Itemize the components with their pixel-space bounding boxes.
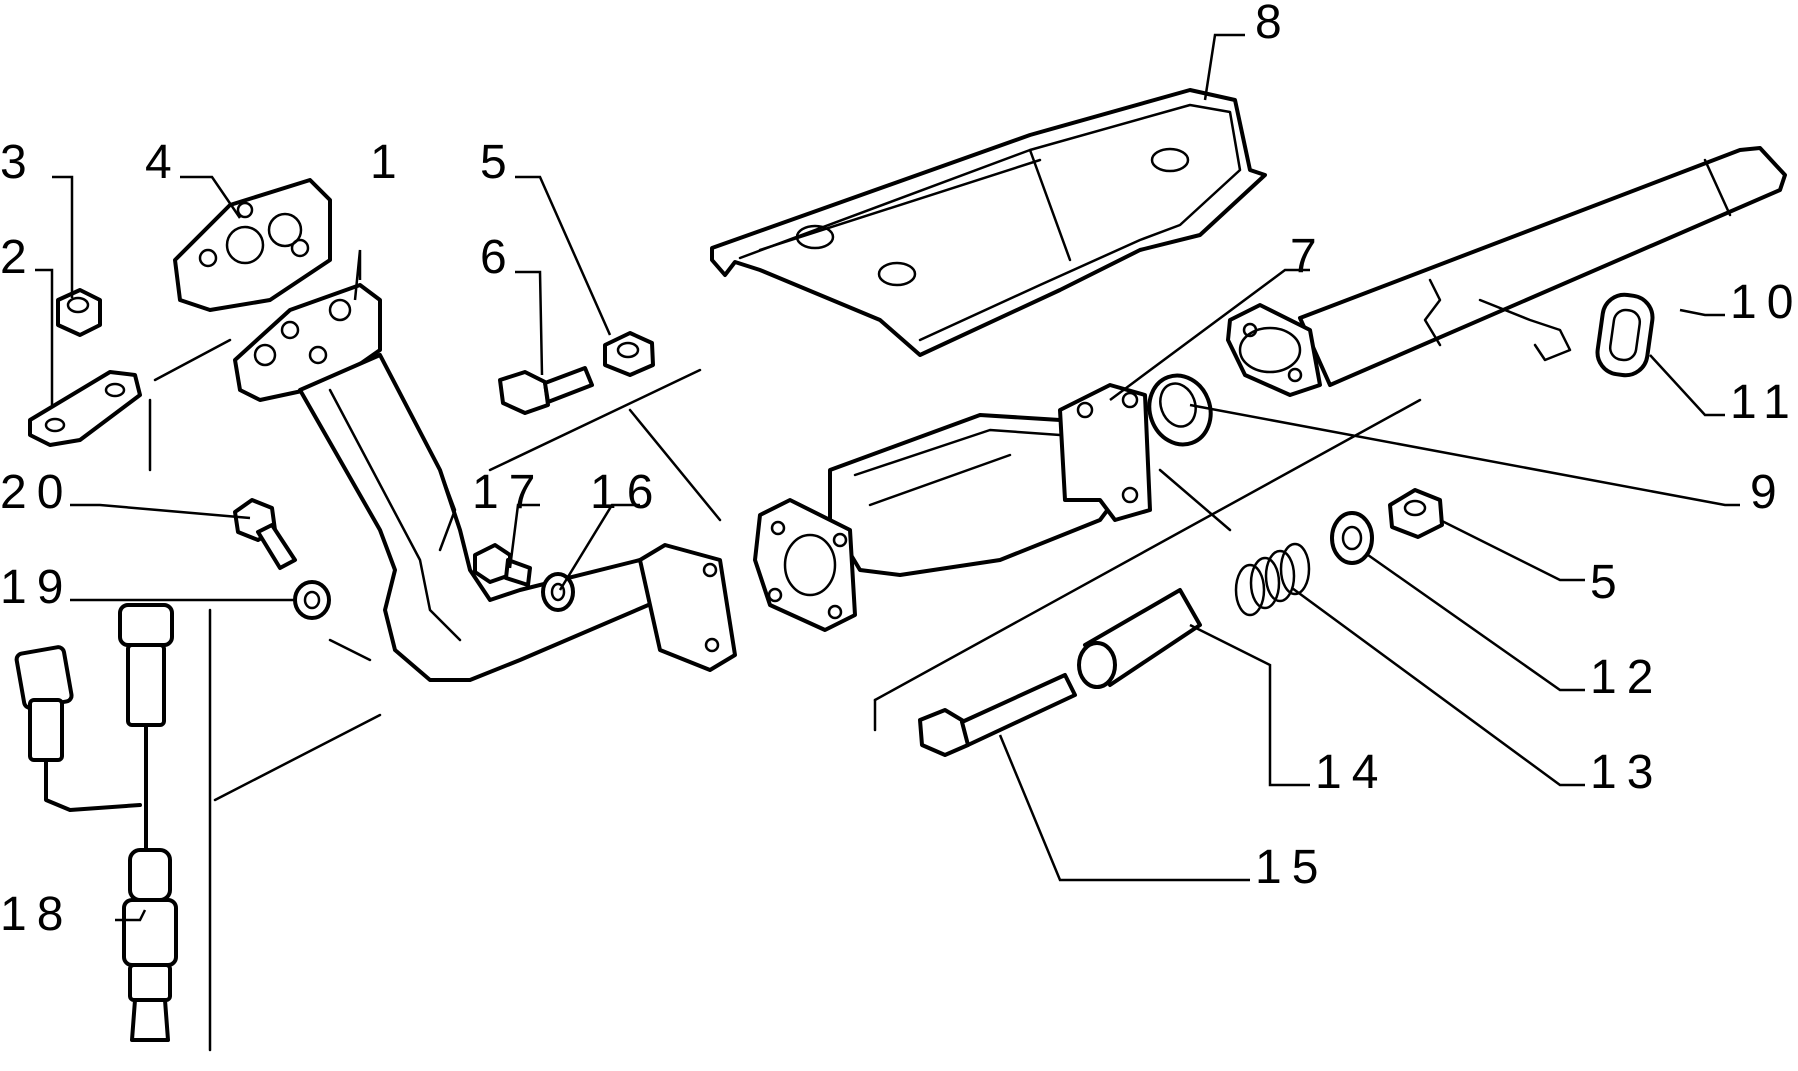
callout-18: 18 — [0, 888, 73, 941]
callout-14: 14 — [1315, 746, 1388, 799]
callout-12: 12 — [1590, 651, 1663, 704]
callout-leaders — [35, 33, 1740, 922]
part-18-lambda-sensor — [14, 603, 178, 1042]
part-12-washer — [1330, 511, 1374, 565]
part-4-flange-gasket — [173, 178, 332, 312]
part-11-gasket — [1595, 292, 1655, 378]
part-2-bracket — [28, 370, 142, 447]
callout-15: 15 — [1255, 841, 1328, 894]
part-19-washer — [293, 580, 331, 620]
callout-8: 8 — [1255, 0, 1292, 49]
part-14-sleeve — [1077, 588, 1202, 689]
callout-3: 3 — [0, 136, 37, 189]
callout-7: 7 — [1290, 230, 1327, 283]
callout-19: 19 — [0, 561, 73, 614]
callout-20: 20 — [0, 466, 73, 519]
part-17-bolt — [473, 543, 532, 587]
callout-9: 9 — [1750, 466, 1787, 519]
callout-1: 1 — [370, 136, 407, 189]
callout-2: 2 — [0, 231, 37, 284]
part-7-catalytic-converter — [753, 383, 1152, 632]
part-15-bolt — [918, 673, 1077, 757]
part-10-tail-pipe — [1226, 146, 1787, 397]
callout-5-lower: 5 — [1590, 556, 1627, 609]
part-6-bolt — [498, 366, 594, 415]
callout-labels: 1 2 3 4 5 6 7 8 9 10 11 5 12 13 14 15 16… — [0, 0, 1798, 941]
part-5-nut-lower — [1388, 488, 1444, 539]
part-5-nut-upper — [603, 331, 655, 377]
callout-16: 16 — [590, 466, 663, 519]
callout-11: 11 — [1730, 376, 1798, 429]
part-9-seal-ring — [1147, 373, 1213, 447]
callout-6: 6 — [480, 231, 517, 284]
part-8-heat-shield — [710, 88, 1267, 357]
reference-lines — [148, 338, 1422, 1052]
callout-13: 13 — [1590, 746, 1663, 799]
part-20-bolt — [233, 498, 297, 570]
callout-4: 4 — [145, 136, 182, 189]
part-3-nut — [56, 288, 102, 337]
part-16-washer — [541, 572, 575, 612]
callout-10: 10 — [1730, 276, 1798, 329]
part-13-spring — [1234, 542, 1311, 617]
callout-17: 17 — [472, 466, 545, 519]
callout-5-upper: 5 — [480, 136, 517, 189]
